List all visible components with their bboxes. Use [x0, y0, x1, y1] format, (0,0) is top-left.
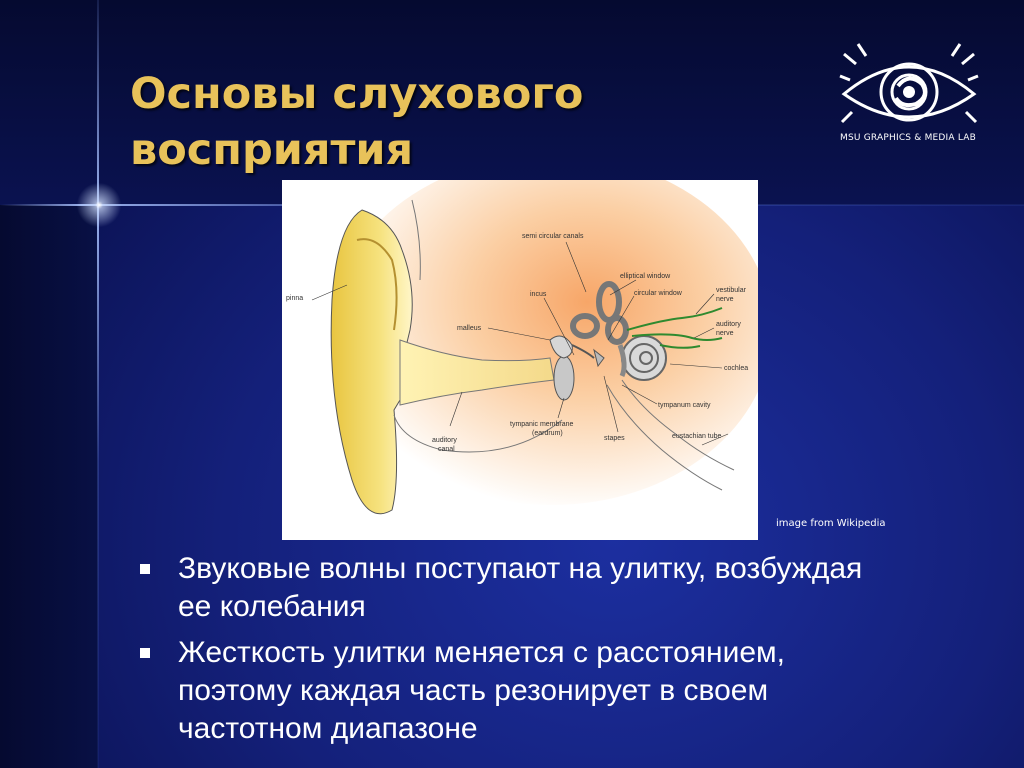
- bullet-list: Звуковые волны поступают на улитку, возб…: [140, 550, 990, 756]
- label-eustachian-tube: eustachian tube: [672, 433, 722, 440]
- title-line-1: Основы слухового: [130, 69, 584, 119]
- label-elliptical-window: elliptical window: [620, 273, 671, 280]
- label-circular-window: circular window: [634, 290, 683, 297]
- label-malleus: malleus: [457, 325, 482, 332]
- bullet-line: Жесткость улитки меняется с расстоянием,: [178, 636, 785, 669]
- vertical-light-line: [97, 0, 99, 768]
- left-band: [0, 205, 98, 768]
- bullet-square-icon: [140, 564, 150, 574]
- bullet-line: поэтому каждая часть резонирует в своем: [178, 674, 769, 707]
- label-cochlea: cochlea: [724, 365, 748, 372]
- label-auditory-canal-1: auditory: [432, 437, 457, 444]
- label-tympanum-cavity: tympanum cavity: [658, 402, 711, 409]
- bullet-line: Звуковые волны поступают на улитку, возб…: [178, 552, 863, 585]
- list-item: Жесткость улитки меняется с расстоянием,…: [140, 634, 990, 748]
- image-credit: image from Wikipedia: [776, 518, 886, 529]
- label-vestibular-nerve-2: nerve: [716, 296, 734, 303]
- label-auditory-canal-2: canal: [438, 446, 455, 453]
- msu-eye-logo-icon: [836, 42, 982, 150]
- label-semi-circular-canals: semi circular canals: [522, 233, 584, 240]
- label-auditory-nerve-2: nerve: [716, 330, 734, 337]
- label-pinna: pinna: [286, 295, 303, 302]
- label-stapes: stapes: [604, 435, 625, 442]
- label-incus: incus: [530, 291, 547, 298]
- label-auditory-nerve-1: auditory: [716, 321, 741, 328]
- bullet-line: частотном диапазоне: [178, 712, 478, 745]
- list-item: Звуковые волны поступают на улитку, возб…: [140, 550, 990, 626]
- label-tympanic-membrane-1: tympanic membrane: [510, 421, 574, 428]
- slide-title: Основы слухового восприятия: [130, 66, 690, 178]
- sparkle-icon: [64, 170, 134, 240]
- top-band: [0, 0, 1024, 205]
- bullet-square-icon: [140, 648, 150, 658]
- logo-caption: MSU GRAPHICS & MEDIA LAB: [840, 133, 976, 143]
- bullet-line: ее колебания: [178, 590, 366, 623]
- ear-anatomy-diagram: pinna semi circular canals incus malleus…: [282, 180, 758, 540]
- label-vestibular-nerve-1: vestibular: [716, 287, 747, 294]
- title-line-2: восприятия: [130, 125, 414, 175]
- label-tympanic-membrane-2: (eardrum): [532, 430, 563, 437]
